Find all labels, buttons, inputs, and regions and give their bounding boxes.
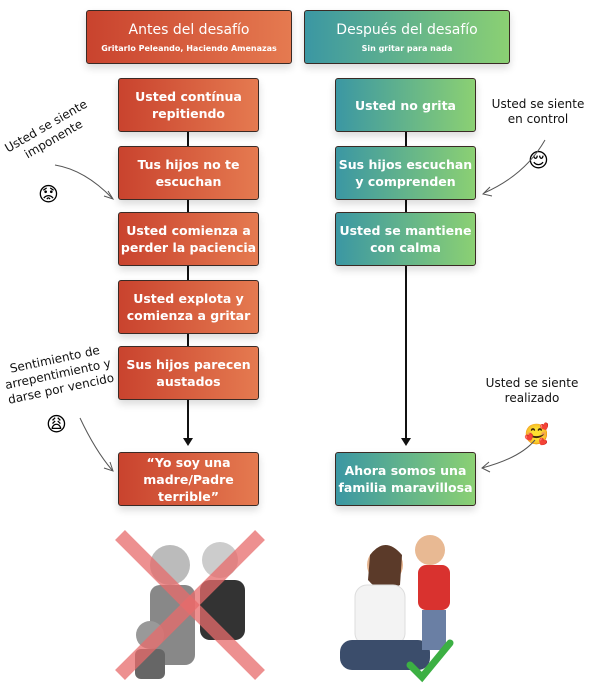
happy-family-illustration bbox=[340, 535, 454, 683]
after-subtitle: Sin gritar para nada bbox=[361, 43, 453, 53]
note-control: Usted se siente en control bbox=[491, 97, 585, 126]
before-step: Usted contínua repitiendo bbox=[118, 78, 259, 132]
before-title: Antes del desafío bbox=[128, 21, 250, 38]
note-realizado: Usted se siente realizado bbox=[485, 376, 579, 405]
after-step: Usted se mantiene con calma bbox=[335, 212, 476, 266]
before-step: Usted explota y comienza a gritar bbox=[118, 280, 259, 334]
before-step: Sus hijos parecen austados bbox=[118, 346, 259, 400]
before-arrow-head bbox=[183, 438, 193, 446]
after-step: Usted no grita bbox=[335, 78, 476, 132]
after-title: Después del desafío bbox=[336, 21, 478, 38]
worried-face-icon: 😟 bbox=[38, 182, 59, 206]
before-header: Antes del desafío Gritarlo Peleando, Hac… bbox=[86, 10, 292, 64]
relieved-face-icon: 😌 bbox=[528, 148, 549, 172]
before-step: Usted comienza a perder la paciencia bbox=[118, 212, 259, 266]
weary-face-icon: 😩 bbox=[46, 412, 67, 436]
before-subtitle: Gritarlo Peleando, Haciendo Amenazas bbox=[101, 43, 277, 53]
smiling-hearts-face-icon: 🥰 bbox=[524, 422, 549, 446]
before-step: Tus hijos no te escuchan bbox=[118, 146, 259, 200]
after-header: Después del desafío Sin gritar para nada bbox=[304, 10, 510, 64]
angry-family-illustration bbox=[115, 530, 265, 680]
after-arrow-head bbox=[401, 438, 411, 446]
after-step: Sus hijos escuchan y comprenden bbox=[335, 146, 476, 200]
after-flow-line bbox=[405, 132, 407, 440]
before-result: “Yo soy una madre/Padre terrible” bbox=[118, 452, 259, 506]
after-result: Ahora somos una familia maravillosa bbox=[335, 452, 476, 506]
